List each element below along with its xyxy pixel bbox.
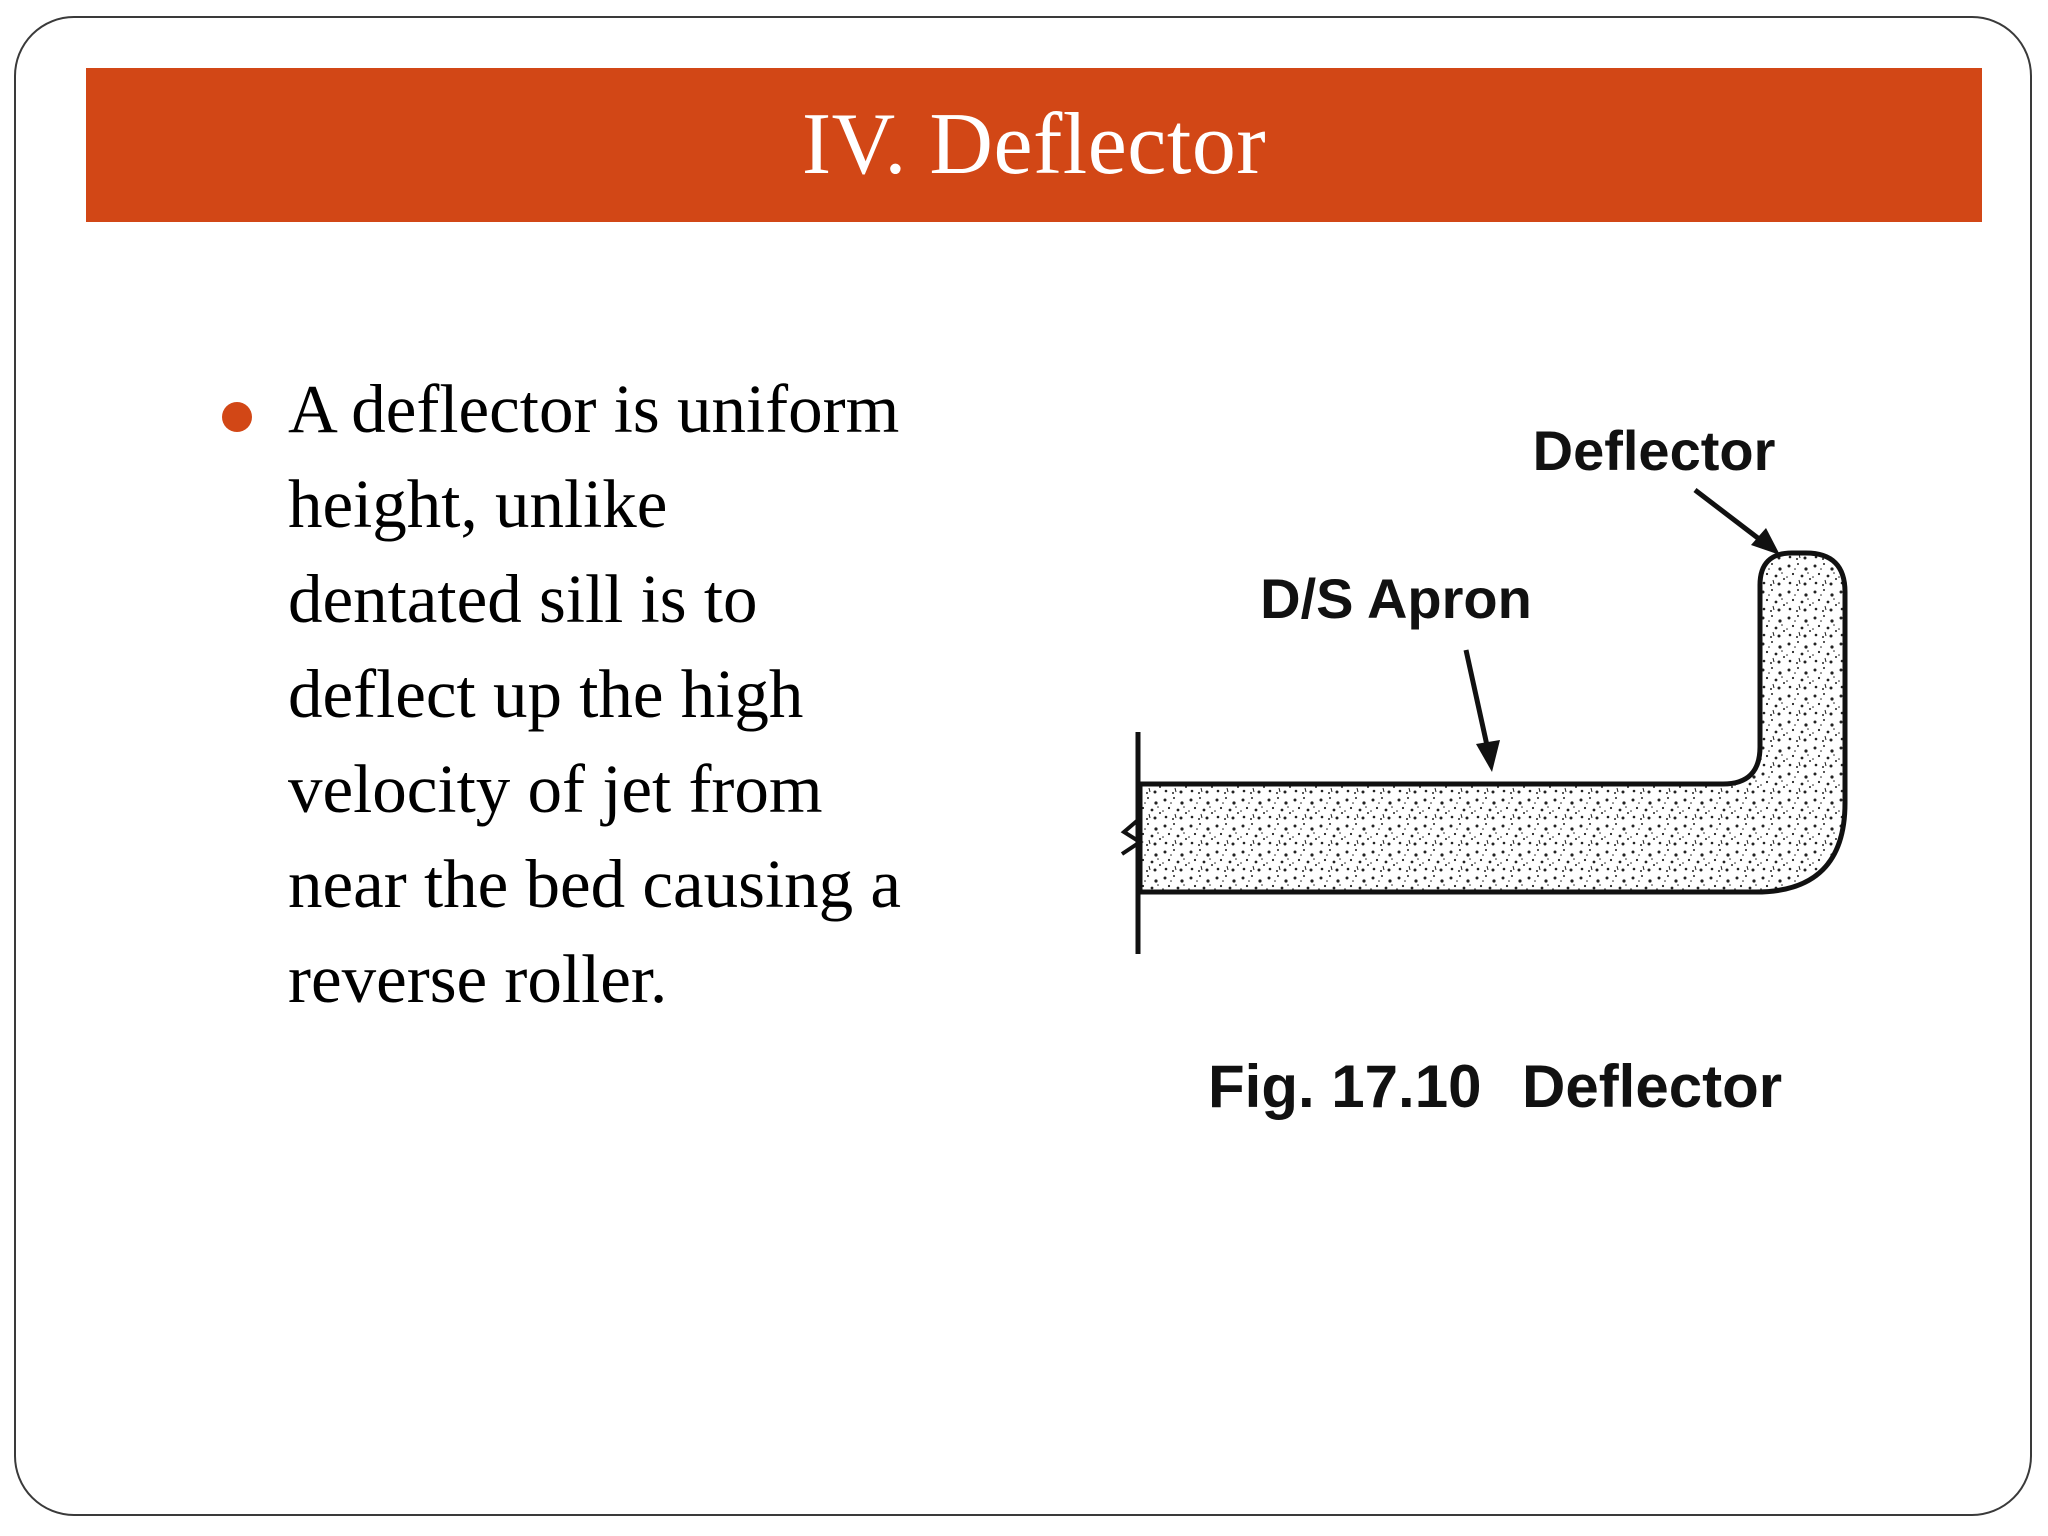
apron-arrow [1463, 649, 1491, 751]
title-bar: IV. Deflector [86, 68, 1982, 222]
bullet-dot-icon [222, 402, 252, 432]
bullet-line: velocity of jet from [288, 751, 823, 827]
slide-frame [14, 16, 2032, 1516]
bullet-text: A deflector is uniform height, unlike de… [288, 362, 1048, 1027]
apron-label: D/S Apron [1260, 567, 1532, 630]
bullet-line: deflect up the high [288, 656, 804, 732]
apron-arrowhead [1476, 740, 1500, 772]
bullet-line: dentated sill is to [288, 561, 758, 637]
deflector-body [1137, 550, 1848, 895]
bullet-line: near the bed causing a [288, 846, 902, 922]
figure-caption-title: Deflector [1522, 1053, 1782, 1120]
break-mark [1120, 818, 1144, 856]
deflector-label: Deflector [1533, 419, 1776, 482]
slide-title: IV. Deflector [801, 96, 1267, 193]
deflector-arrowhead [1751, 528, 1780, 555]
bullet-line: A deflector is uniform [288, 371, 900, 447]
deflector-diagram: Deflector D/S Apron Fig. 17.10 Deflector [1120, 419, 1848, 1120]
bullet-line: height, unlike [288, 466, 668, 542]
bullet-line: reverse roller. [288, 941, 668, 1017]
figure-caption-number: Fig. 17.10 [1208, 1053, 1481, 1120]
deflector-figure: Deflector D/S Apron Fig. 17.10 Deflector [1110, 380, 1870, 1170]
deflector-arrow [1693, 488, 1769, 547]
